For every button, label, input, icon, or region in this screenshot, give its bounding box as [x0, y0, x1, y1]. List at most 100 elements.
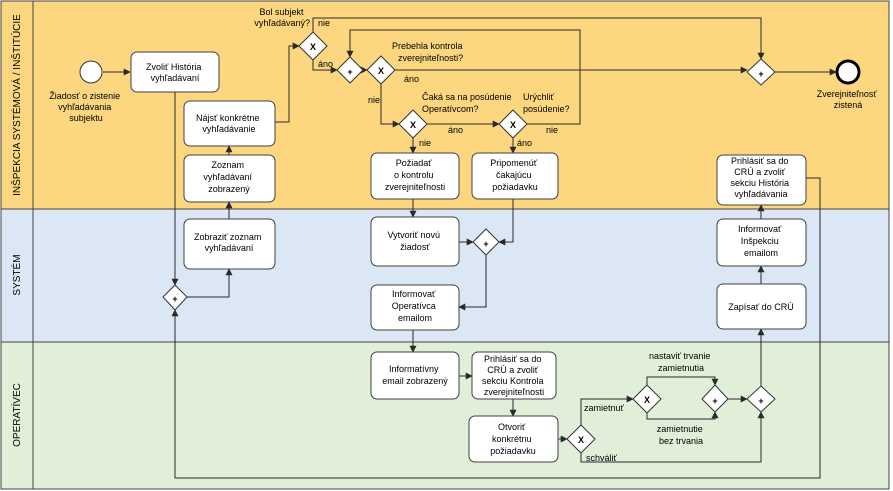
parallel-gateway-marker: +	[712, 396, 717, 406]
exclusive-gateway-marker: X	[644, 395, 650, 405]
flow-nastavit-trvanie	[646, 376, 719, 386]
task-box	[471, 351, 557, 400]
task-prihlasit-cru-kontrola: Prihlásiť sa do CRÚ a zvoliť sekciu Kont…	[471, 351, 557, 400]
task-label: Pripomenúť čakajúcu požiadavku	[490, 158, 539, 192]
gateway-question-urychlit: Urýchliť posúdenie?	[523, 92, 570, 114]
start-event-label: Žiadosť o zistenie vyhľadávania subjektu	[49, 91, 122, 123]
gateway-merge-loop: +	[336, 56, 364, 84]
task-label: Otvoriť konkrétnu požiadavku	[490, 422, 536, 456]
gateway-caka-sa: X	[398, 109, 428, 139]
gateway-zamietnut-choice: X	[632, 384, 662, 414]
task-box	[370, 216, 460, 267]
parallel-gateway-marker: +	[172, 294, 177, 304]
flow-prebehla-nie	[380, 84, 400, 128]
start-event-circle	[79, 60, 103, 84]
gateway-zamietnut-merge: +	[701, 384, 729, 413]
task-box	[370, 284, 460, 331]
task-label: Informovať Operatívca emailom	[392, 289, 439, 323]
task-label: Prihlásiť sa do CRÚ a zvoliť sekciu Kont…	[482, 354, 546, 397]
task-label: Prihlásiť sa do CRÚ a zvoliť sekciu Hist…	[730, 156, 791, 199]
exclusive-gateway-marker: X	[310, 42, 316, 52]
lane-inspekcia-label: INŠPEKCIA SYSTÉMOVÁ / INŠTITÚCIE	[10, 14, 23, 196]
task-box	[468, 415, 559, 463]
parallel-gateway-marker: +	[758, 69, 763, 79]
gateway-decision-operativec: X	[566, 424, 596, 454]
lane-system-label: SYSTÉM	[10, 254, 23, 295]
task-informovat-operativca: Informovať Operatívca emailom	[370, 284, 460, 331]
task-informativny-email: Informatívny email zobrazený	[370, 351, 460, 400]
task-label: Zvoliť História vyhľadávaní	[146, 62, 204, 83]
gateway-prebehla-kontrola: X	[366, 55, 396, 85]
task-label: Informovať Inšpekciu emailom	[738, 224, 784, 258]
gateway-urychlit: X	[498, 109, 528, 139]
task-box	[130, 51, 220, 93]
flow-zamietnutie-bez-trvania	[646, 411, 719, 420]
gateway-operativec-merge: +	[746, 385, 776, 413]
flow-bolsubjekt-ano	[312, 60, 338, 74]
task-vytvorit-ziadost: Vytvoriť novú žiadosť	[370, 216, 460, 267]
task-box	[183, 154, 276, 203]
flow-pripomenut-to-merge	[498, 199, 514, 246]
task-box	[471, 152, 559, 200]
flow-label-zamietnut: zamietnuť	[584, 403, 625, 413]
flow-zamietnut	[580, 395, 634, 425]
flow-label-ano: áno	[404, 74, 419, 84]
end-event-label: Zverejniteľnosť zistená	[817, 89, 880, 110]
parallel-gateway-marker: +	[347, 67, 352, 77]
flow-bolsubjekt-nie	[312, 17, 765, 60]
task-informovat-inspekciu: Informovať Inšpekciu emailom	[716, 218, 807, 267]
flow-label-nie: nie	[546, 125, 558, 135]
task-najst-konkretne: Nájsť konkrétne vyhľadávanie	[183, 100, 276, 147]
task-box	[716, 218, 807, 267]
task-zvolit-historia: Zvoliť História vyhľadávaní	[130, 51, 220, 93]
lane-operativec-label: OPERATÍVEC	[10, 383, 23, 447]
end-event-circle	[835, 59, 861, 85]
flow-label-ano: áno	[517, 138, 532, 148]
task-zoznam-zobrazeny: Zoznam vyhľadávaní zobrazený	[183, 154, 276, 203]
exclusive-gateway-marker: X	[410, 120, 416, 130]
flow-najst-to-bolsubjekt	[275, 42, 300, 123]
flow-merge-to-informovat	[458, 255, 487, 311]
exclusive-gateway-marker: X	[510, 120, 516, 130]
gateway-question-caka-sa: Čaká sa na posúdenie Operatívcom?	[422, 92, 514, 114]
gateway-final-merge: +	[746, 58, 776, 86]
flow-join-to-zobrazit	[187, 268, 233, 298]
parallel-gateway-marker: +	[758, 396, 763, 406]
lane-inspekcia-header	[0, 0, 34, 210]
task-box	[370, 351, 460, 400]
gateway-system-merge: +	[472, 228, 500, 256]
task-otvorit-poziadavku: Otvoriť konkrétnu požiadavku	[468, 415, 559, 463]
lane-operativec: OPERATÍVEC	[0, 341, 890, 490]
flow-label-nastavit-trvanie: nastaviť trvanie zamietnutia	[649, 351, 713, 373]
flow-label-nie: nie	[318, 18, 330, 28]
gateway-question-bol-subjekt: Bol subjekt vyhľadávaný?	[254, 7, 310, 28]
exclusive-gateway-marker: X	[378, 66, 384, 76]
end-event: Zverejniteľnosť zistená	[817, 59, 880, 110]
task-box	[716, 283, 807, 330]
task-label: Zobraziť zoznam vyhľadávaní	[194, 232, 264, 253]
exclusive-gateway-marker: X	[578, 435, 584, 445]
task-label: Vytvoriť novú žiadosť	[387, 230, 442, 252]
task-box	[183, 218, 276, 270]
task-zobrazit-zoznam: Zobraziť zoznam vyhľadávaní	[183, 218, 276, 270]
gateway-bol-subjekt: X	[298, 31, 328, 61]
flow-urychlit-nie	[346, 29, 581, 125]
flow-label-ano: áno	[448, 125, 463, 135]
start-event: Žiadosť o zistenie vyhľadávania subjektu	[49, 60, 122, 123]
task-prihlasit-cru-historia: Prihlásiť sa do CRÚ a zvoliť sekciu Hist…	[716, 154, 807, 206]
task-label: Zoznam vyhľadávaní zobrazený	[203, 160, 254, 194]
flow-prihlasit-historia-to-join	[171, 177, 821, 479]
flow-label-zamietnutie-bez-trvania: zamietnutie bez trvania	[657, 424, 706, 446]
task-box	[183, 100, 276, 147]
task-label: Informatívny email zobrazený	[382, 364, 448, 386]
sequence-flows	[103, 17, 837, 479]
parallel-gateway-marker: +	[483, 239, 488, 249]
flow-label-schvalit: schváliť	[586, 453, 618, 463]
lane-operativec-body	[32, 341, 890, 490]
flow-schvalit	[580, 411, 765, 463]
task-box	[370, 152, 460, 200]
flow-label-nie: nie	[368, 95, 380, 105]
flow-label-nie: nie	[419, 138, 431, 148]
gateway-question-prebehla: Prebehla kontrola zverejniteľnosti?	[392, 41, 465, 63]
